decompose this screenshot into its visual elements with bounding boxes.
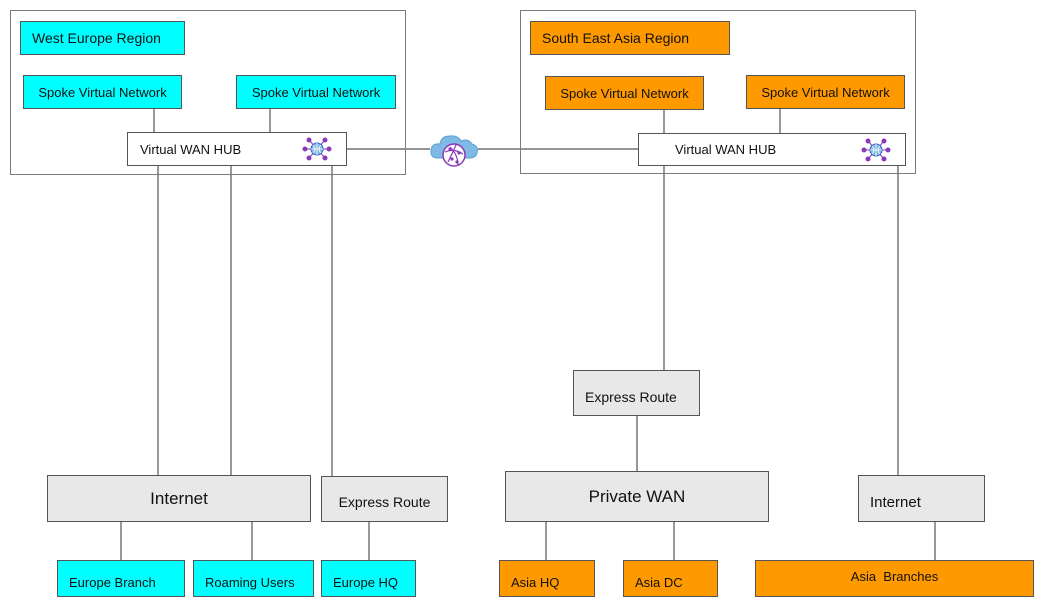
west-internet[interactable]: Internet [47, 475, 311, 522]
europe-hq[interactable]: Europe HQ [321, 560, 416, 597]
private-wan[interactable]: Private WAN [505, 471, 769, 522]
asia-branches[interactable]: Asia Branches [755, 560, 1034, 597]
west-express-route[interactable]: Express Route [321, 476, 448, 522]
virtual-wan-hub-icon [302, 137, 332, 161]
asia-hub-label: Virtual WAN HUB [675, 142, 777, 157]
asia-hq[interactable]: Asia HQ [499, 560, 595, 597]
asia-internet[interactable]: Internet [858, 475, 985, 522]
west-spoke-virtual-network-left[interactable]: Spoke Virtual Network [23, 75, 182, 109]
south-east-asia-region [520, 10, 916, 174]
west-virtual-wan-hub[interactable]: Virtual WAN HUB [127, 132, 347, 166]
europe-branch[interactable]: Europe Branch [57, 560, 185, 597]
virtual-wan-cloud-icon [430, 135, 478, 167]
west-europe-region [10, 10, 406, 175]
asia-virtual-wan-hub[interactable]: Virtual WAN HUB [638, 133, 906, 166]
west-europe-region-title: West Europe Region [20, 21, 185, 55]
asia-spoke-virtual-network-right[interactable]: Spoke Virtual Network [746, 75, 905, 109]
south-east-asia-region-title: South East Asia Region [530, 21, 730, 55]
west-spoke-virtual-network-right[interactable]: Spoke Virtual Network [236, 75, 396, 109]
west-hub-label: Virtual WAN HUB [140, 141, 242, 157]
virtual-wan-hub-icon [861, 138, 891, 161]
asia-dc[interactable]: Asia DC [623, 560, 718, 597]
roaming-users[interactable]: Roaming Users [193, 560, 314, 597]
asia-express-route[interactable]: Express Route [573, 370, 700, 416]
asia-spoke-virtual-network-left[interactable]: Spoke Virtual Network [545, 76, 704, 110]
